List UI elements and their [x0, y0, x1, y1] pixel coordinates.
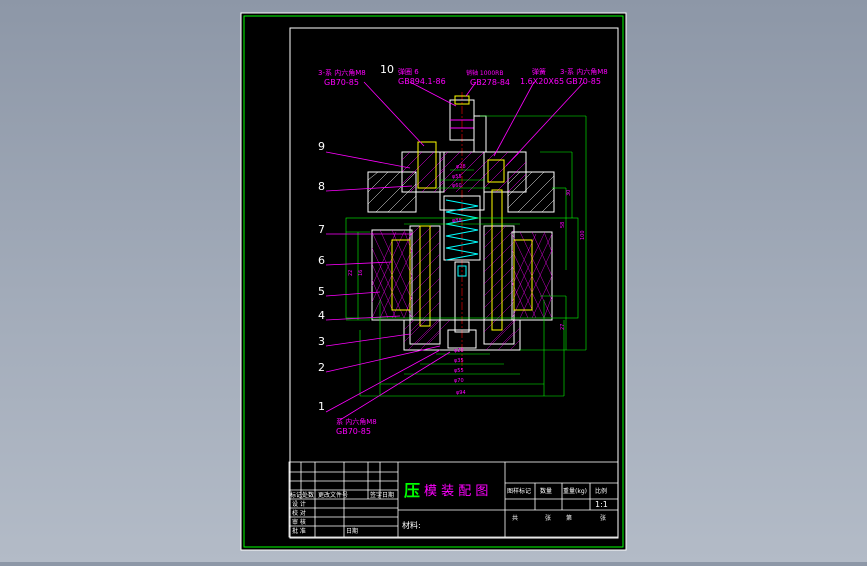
note-screw-right: 3-系 内六角M8	[560, 67, 608, 76]
dim-d55-top: φ55	[452, 174, 462, 180]
callout-10: 10	[380, 63, 394, 76]
col-scale: 比例	[595, 487, 607, 495]
note-screw-right-std: GB70-85	[566, 77, 601, 86]
dim-100: 100	[580, 230, 586, 240]
drawing-title-first-char: 压	[404, 481, 420, 500]
callout-5: 5	[318, 285, 325, 298]
note-bearing-std: GB278-84	[470, 78, 510, 87]
sheets-total-label: 共	[512, 514, 518, 522]
dim-d94: φ94	[456, 390, 466, 396]
outer-frame	[243, 15, 624, 548]
sheets-number-label: 第	[566, 514, 572, 522]
dim-d55: φ55	[454, 368, 464, 374]
dim-d35: φ35	[454, 358, 464, 364]
col-qty: 数量	[540, 487, 552, 495]
assembly-view: 9 8 7 6 5 4 3 2 1 10 3-系 内六角M8 GB70-85 弹…	[318, 63, 608, 436]
hdr-sign: 签字	[370, 491, 382, 499]
approve-date: 日期	[346, 527, 358, 535]
die-ring-left	[371, 229, 413, 321]
dim-d88: φ88	[452, 218, 462, 224]
dim-22: 22	[348, 270, 354, 276]
callout-2: 2	[318, 361, 325, 374]
note-spring-spec: 1.6X20X65	[520, 77, 564, 86]
row-approve: 批 准	[292, 527, 306, 535]
callout-4: 4	[318, 309, 325, 322]
note-spring: 弹簧	[532, 67, 546, 76]
row-design: 设 计	[292, 500, 306, 508]
drawing-title: 模 装 配 图	[424, 484, 488, 499]
dim-d20: φ20	[454, 348, 464, 354]
dim-58: 58	[560, 222, 566, 228]
callout-1: 1	[318, 400, 325, 413]
note-screw-left: 3-系 内六角M8	[318, 68, 366, 77]
row-review: 审 核	[292, 518, 306, 526]
hdr-count: 处数	[302, 491, 314, 499]
scale-value: 1:1	[595, 500, 608, 509]
note-screw-bottom: 系 内六角M8	[336, 417, 377, 426]
note-circlip-std: GB894.1-86	[398, 77, 446, 86]
note-circlip: 弹圈 6	[398, 67, 419, 76]
hdr-doc-no: 更改文件号	[318, 491, 348, 499]
ejector-rod	[447, 261, 477, 349]
punch-body	[439, 151, 485, 211]
col-weight: 重量(kg)	[563, 487, 587, 495]
title-block	[288, 461, 619, 538]
inner-frame	[289, 27, 619, 539]
callout-6: 6	[318, 254, 325, 267]
col-stage-mark: 图样标记	[507, 487, 531, 495]
hdr-mark: 标记	[290, 491, 302, 499]
hdr-date: 日期	[382, 491, 394, 499]
note-bearing: 销轴 1000RB	[466, 69, 503, 77]
callout-8: 8	[318, 180, 325, 193]
dim-27: 27	[560, 324, 566, 330]
leader-lines	[325, 81, 585, 421]
material-label: 材料:	[402, 520, 421, 530]
dim-d28: φ28	[456, 164, 466, 170]
dim-30: 30	[566, 190, 572, 196]
callout-3: 3	[318, 335, 325, 348]
note-screw-left-std: GB70-85	[324, 78, 359, 87]
callout-9: 9	[318, 140, 325, 153]
dim-d70: φ70	[454, 378, 464, 384]
sheets-unit-b: 张	[600, 514, 606, 522]
note-screw-bottom-std: GB70-85	[336, 427, 371, 436]
callout-7: 7	[318, 223, 325, 236]
dimension-lines	[345, 115, 587, 397]
punch-holder	[401, 141, 527, 193]
sheets-unit-a: 张	[545, 514, 551, 522]
row-check: 校 对	[292, 509, 306, 517]
dim-d60: φ60	[452, 183, 462, 189]
drawing-sheet	[240, 12, 627, 551]
spring	[443, 195, 481, 261]
dim-16: 16	[358, 270, 364, 276]
die-ring-right	[511, 231, 553, 321]
